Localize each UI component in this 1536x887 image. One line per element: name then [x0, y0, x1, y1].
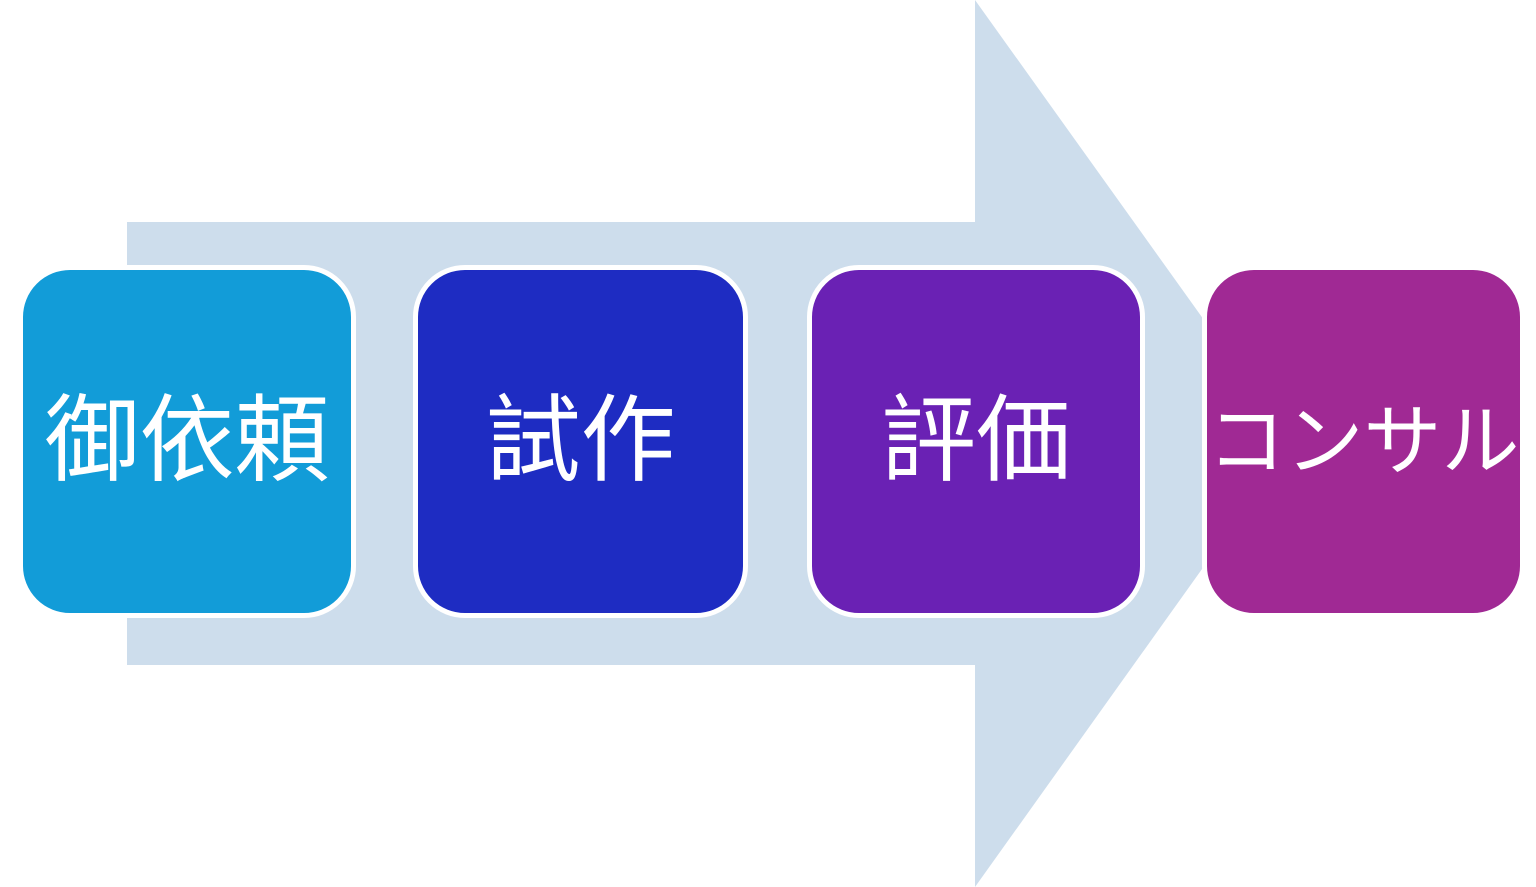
step-box-3[interactable]: 評価	[807, 265, 1145, 618]
step-box-4[interactable]: コンサル	[1202, 265, 1525, 618]
step-label-1: 御依頼	[44, 386, 330, 496]
step-label-2: 試作	[485, 386, 676, 496]
step-label-3: 評価	[880, 386, 1071, 496]
step-box-2[interactable]: 試作	[413, 265, 748, 618]
step-box-1[interactable]: 御依頼	[18, 265, 356, 618]
step-label-4: コンサル	[1207, 396, 1520, 487]
